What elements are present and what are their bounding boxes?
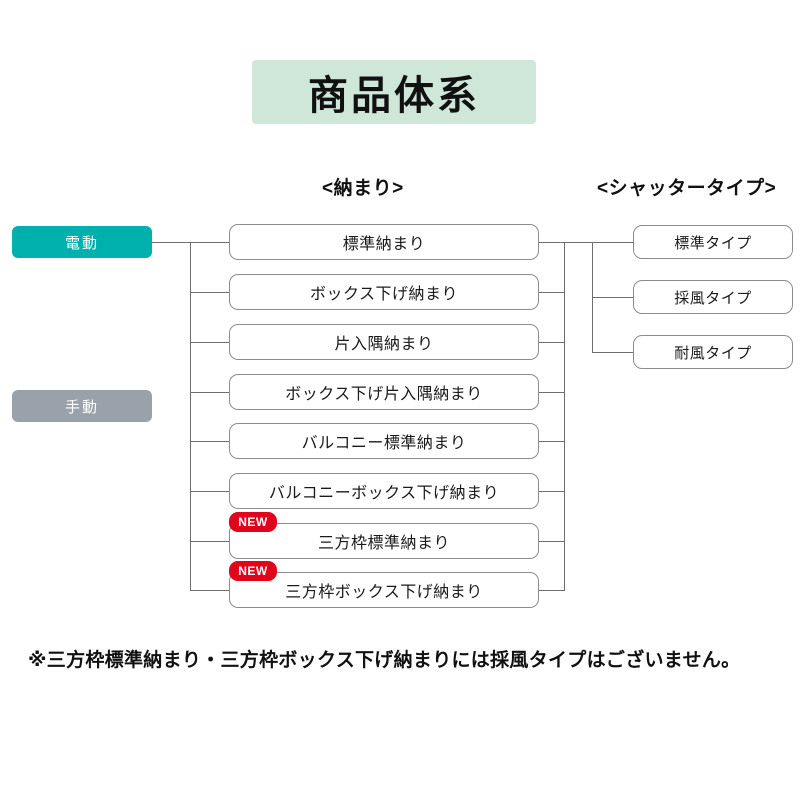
osamari-box-6-label: バルコニーボックス下げ納まり bbox=[268, 485, 500, 502]
new-badge-osamari-7: NEW bbox=[229, 512, 277, 532]
page-title: 商品体系 bbox=[252, 60, 536, 124]
connector-electric-stub bbox=[152, 242, 190, 243]
connector-left-branch-1 bbox=[190, 242, 229, 243]
connector-type-branch-1 bbox=[592, 242, 633, 243]
column-header-shutter-type: <シャッタータイプ> bbox=[597, 178, 777, 199]
osamari-box-3[interactable]: 片入隅納まり bbox=[229, 324, 539, 360]
osamari-box-8[interactable]: 三方枠ボックス下げ納まり bbox=[229, 572, 539, 608]
osamari-box-3-label: 片入隅納まり bbox=[334, 336, 434, 353]
osamari-box-5[interactable]: バルコニー標準納まり bbox=[229, 423, 539, 459]
osamari-box-2[interactable]: ボックス下げ納まり bbox=[229, 274, 539, 310]
connector-left-branch-2 bbox=[190, 292, 229, 293]
connector-right-stub-4 bbox=[539, 392, 565, 393]
osamari-box-4-label: ボックス下げ片入隅納まり bbox=[285, 386, 483, 403]
connector-right-stub-7 bbox=[539, 541, 565, 542]
connector-left-branch-8 bbox=[190, 590, 229, 591]
page-title-text: 商品体系 bbox=[308, 74, 480, 118]
connector-right-stub-2 bbox=[539, 292, 565, 293]
connector-right-stub-6 bbox=[539, 491, 565, 492]
shutter-type-box-2-label: 採風タイプ bbox=[674, 289, 752, 307]
osamari-box-8-label: 三方枠ボックス下げ納まり bbox=[285, 584, 483, 601]
osamari-box-7-label: 三方枠標準納まり bbox=[317, 535, 450, 552]
connector-type-branch-2 bbox=[592, 297, 633, 298]
connector-left-branch-5 bbox=[190, 441, 229, 442]
connector-left-branch-6 bbox=[190, 491, 229, 492]
mode-button-electric-label: 電動 bbox=[64, 234, 99, 252]
connector-right-stub-1 bbox=[539, 242, 565, 243]
osamari-box-2-label: ボックス下げ納まり bbox=[309, 286, 459, 303]
new-badge-osamari-8-label: NEW bbox=[238, 564, 268, 578]
osamari-box-4[interactable]: ボックス下げ片入隅納まり bbox=[229, 374, 539, 410]
connector-left-branch-7 bbox=[190, 541, 229, 542]
column-header-osamari: <納まり> bbox=[322, 178, 404, 199]
shutter-type-box-1-label: 標準タイプ bbox=[674, 234, 752, 252]
mode-button-manual-label: 手動 bbox=[64, 398, 99, 416]
connector-collector-to-type-trunk bbox=[564, 242, 593, 243]
shutter-type-box-2[interactable]: 採風タイプ bbox=[633, 280, 793, 314]
new-badge-osamari-7-label: NEW bbox=[238, 515, 268, 529]
connector-right-stub-3 bbox=[539, 342, 565, 343]
connector-type-branch-3 bbox=[592, 352, 633, 353]
connector-left-branch-3 bbox=[190, 342, 229, 343]
mode-button-manual[interactable]: 手動 bbox=[12, 390, 152, 422]
shutter-type-box-3[interactable]: 耐風タイプ bbox=[633, 335, 793, 369]
connector-left-trunk bbox=[190, 242, 191, 591]
osamari-box-1-label: 標準納まり bbox=[342, 236, 426, 253]
osamari-box-1[interactable]: 標準納まり bbox=[229, 224, 539, 260]
connector-right-stub-5 bbox=[539, 441, 565, 442]
connector-left-branch-4 bbox=[190, 392, 229, 393]
shutter-type-box-3-label: 耐風タイプ bbox=[674, 344, 752, 362]
mode-button-electric[interactable]: 電動 bbox=[12, 226, 152, 258]
connector-right-stub-8 bbox=[539, 590, 565, 591]
footnote-text: ※三方枠標準納まり・三方枠ボックス下げ納まりには採風タイプはございません。 bbox=[28, 650, 741, 671]
new-badge-osamari-8: NEW bbox=[229, 561, 277, 581]
osamari-box-5-label: バルコニー標準納まり bbox=[301, 435, 467, 452]
shutter-type-box-1[interactable]: 標準タイプ bbox=[633, 225, 793, 259]
connector-right-collector-trunk bbox=[564, 242, 565, 591]
osamari-box-6[interactable]: バルコニーボックス下げ納まり bbox=[229, 473, 539, 509]
osamari-box-7[interactable]: 三方枠標準納まり bbox=[229, 523, 539, 559]
